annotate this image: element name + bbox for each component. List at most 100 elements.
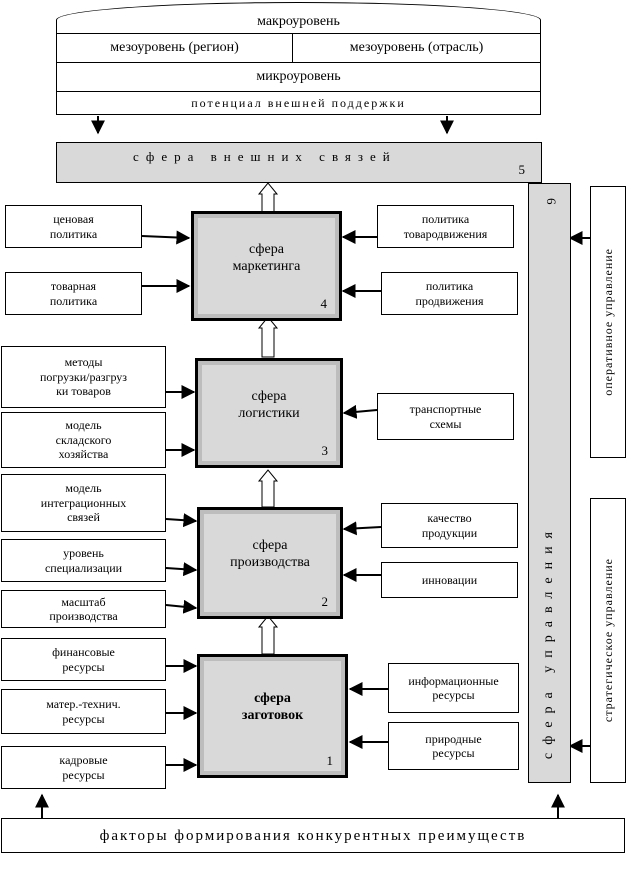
support-label: потенциал внешней поддержки bbox=[191, 95, 406, 110]
procurement-line2: заготовок bbox=[241, 707, 304, 723]
micro-label: микроуровень bbox=[256, 68, 341, 84]
integration-line2: интеграционных bbox=[40, 495, 127, 510]
strategic-label: стратегическое управление bbox=[600, 558, 615, 723]
marketing-line2: маркетинга bbox=[232, 258, 301, 274]
distribution-line2: товародвижения bbox=[403, 226, 488, 241]
procurement-number: 1 bbox=[326, 753, 334, 768]
loading-line2: погрузки/разгруз bbox=[39, 369, 128, 384]
competitive-factors-bar: факторы формирования конкурентных преиму… bbox=[1, 818, 625, 853]
external-label: сфера внешних связей bbox=[133, 149, 397, 164]
hollow-arrow-procurement-production bbox=[257, 615, 279, 655]
management-label: сфера управления bbox=[541, 524, 556, 760]
transport-line2: схемы bbox=[429, 416, 462, 431]
transport-line1: транспортные bbox=[409, 402, 482, 417]
operational-management: оперативное управление bbox=[590, 186, 626, 458]
marketing-line1: сфера bbox=[249, 242, 284, 257]
promotion-line1: политика bbox=[425, 279, 474, 294]
material-line1: матер.-технич. bbox=[46, 697, 121, 712]
logistics-line2: логистики bbox=[238, 405, 300, 421]
management-sphere: 6 сфера управления bbox=[528, 183, 571, 783]
price-line1: ценовая bbox=[53, 212, 94, 227]
arrow-price bbox=[141, 230, 191, 245]
macro-level: макроуровень bbox=[56, 2, 541, 33]
hollow-arrow-marketing-external bbox=[257, 182, 279, 213]
natural-line1: природные bbox=[425, 731, 482, 746]
management-number: 6 bbox=[544, 198, 559, 205]
meso-industry-level: мезоуровень (отрасль) bbox=[292, 33, 541, 63]
loading-line3: ки товаров bbox=[56, 384, 111, 399]
innovation-label: инновации bbox=[421, 572, 478, 587]
macro-label: макроуровень bbox=[257, 14, 340, 29]
info-line2: ресурсы bbox=[432, 688, 475, 702]
natural-line2: ресурсы bbox=[432, 746, 475, 760]
operational-label: оперативное управление bbox=[600, 248, 615, 396]
integration-line1: модель bbox=[65, 481, 102, 496]
meso-region-level: мезоуровень (регион) bbox=[56, 33, 293, 63]
loading-line1: методы bbox=[64, 355, 103, 370]
micro-level: микроуровень bbox=[56, 62, 541, 92]
hollow-arrow-production-logistics bbox=[257, 469, 279, 508]
arrow-integration bbox=[165, 513, 198, 528]
quality-line1: качество bbox=[427, 511, 472, 526]
logistics-line1: сфера bbox=[251, 389, 287, 404]
competitive-factors-label: факторы формирования конкурентных преиму… bbox=[99, 827, 527, 844]
arrow-scale bbox=[165, 599, 198, 614]
distribution-line1: политика bbox=[421, 212, 470, 227]
production-line1: сфера bbox=[252, 538, 288, 553]
staff-line1: кадровые bbox=[59, 753, 108, 768]
special-line2: специализации bbox=[44, 560, 123, 575]
material-line2: ресурсы bbox=[62, 711, 105, 726]
support-potential: потенциал внешней поддержки bbox=[56, 91, 541, 115]
finance-line2: ресурсы bbox=[62, 659, 105, 674]
innovation-box: инновации bbox=[381, 562, 518, 598]
external-number: 5 bbox=[518, 162, 526, 177]
production-line2: производства bbox=[230, 554, 310, 570]
goods-line1: товарная bbox=[50, 279, 97, 294]
special-line1: уровень bbox=[63, 546, 104, 561]
warehouse-line1: модель bbox=[65, 418, 102, 433]
arrow-transport bbox=[342, 404, 378, 419]
marketing-number: 4 bbox=[320, 296, 328, 311]
meso-region-label: мезоуровень (регион) bbox=[110, 39, 239, 55]
external-relations-sphere: сфера внешних связей 5 bbox=[56, 142, 542, 183]
integration-line3: связей bbox=[67, 510, 100, 525]
quality-line2: продукции bbox=[421, 525, 478, 540]
logistics-number: 3 bbox=[321, 443, 329, 458]
arrow-quality bbox=[342, 521, 382, 536]
finance-line1: финансовые bbox=[52, 645, 115, 660]
warehouse-line3: хозяйства bbox=[58, 447, 109, 462]
meso-industry-label: мезоуровень (отрасль) bbox=[349, 39, 484, 55]
scale-line2: производства bbox=[49, 609, 118, 623]
goods-line2: политика bbox=[49, 293, 98, 308]
procurement-line1: сфера bbox=[254, 691, 291, 706]
promotion-line2: продвижения bbox=[415, 293, 484, 308]
strategic-management: стратегическое управление bbox=[590, 498, 626, 783]
warehouse-line2: складского bbox=[55, 432, 112, 447]
hollow-arrow-logistics-marketing bbox=[257, 316, 279, 358]
production-number: 2 bbox=[321, 594, 329, 609]
material-resources-box: матер.-технич.ресурсы bbox=[1, 689, 166, 734]
scale-line1: масштаб bbox=[61, 594, 106, 609]
staff-line2: ресурсы bbox=[62, 767, 105, 782]
price-line2: политика bbox=[49, 226, 98, 241]
arrow-special bbox=[165, 562, 198, 577]
